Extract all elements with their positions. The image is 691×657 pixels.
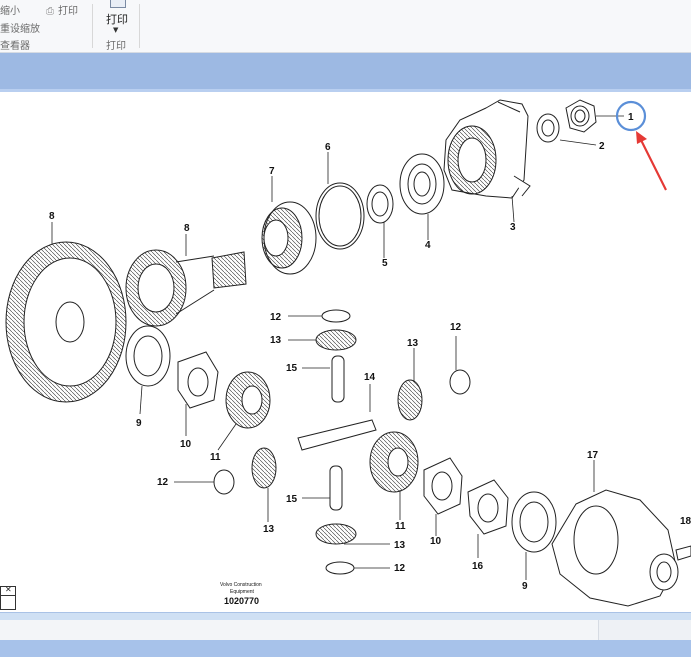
callout-2: 2: [599, 141, 605, 152]
callout-12b: 12: [450, 322, 462, 333]
callout-15a: 15: [286, 363, 298, 374]
part-flange-yoke: [443, 99, 531, 199]
callout-11: 11: [210, 452, 221, 463]
part-crown-wheel: [5, 241, 127, 403]
part-shim-ring: [315, 182, 365, 250]
parts-diagram-canvas: 1 2 3 4 5 6 7 8 8 9 10 11 12 13 15 14 12…: [0, 92, 691, 612]
callout-6: 6: [325, 142, 331, 153]
part-thrust-washer-16: [467, 479, 509, 535]
part-side-gear-left: [225, 371, 271, 429]
viewer-group-label: 查看器: [0, 41, 30, 52]
part-washer: [536, 113, 560, 143]
part-planet-gear-right: [397, 379, 423, 421]
ribbon-separator: [92, 4, 93, 48]
part-thrust-washer-left: [125, 325, 171, 387]
ribbon-toolbar: 缩小 ⎙打印 重设缩放 查看器 打印 ▼ 打印: [0, 0, 691, 53]
callout-5: 5: [382, 258, 388, 269]
callout-3: 3: [510, 222, 516, 233]
callout-9: 9: [136, 418, 142, 429]
callout-8b: 8: [49, 211, 55, 222]
close-icon[interactable]: ✕: [5, 585, 12, 594]
part-planet-gear-bottom: [315, 523, 357, 545]
reset-zoom-button[interactable]: 重设缩放: [0, 24, 40, 35]
callout-10: 10: [180, 439, 192, 450]
title-band: [0, 53, 691, 89]
part-thrust-washer-right-9: [511, 491, 557, 553]
status-bar-right: [598, 620, 691, 640]
status-bar: [0, 620, 691, 640]
document-number: 1020770: [224, 596, 259, 606]
print-button[interactable]: 打印: [106, 13, 128, 26]
callout-11b: 11: [395, 521, 406, 532]
callout-13b: 13: [407, 338, 419, 349]
callout-13c: 13: [263, 524, 275, 535]
highlight-circle: [615, 100, 647, 132]
part-seal: [399, 153, 445, 215]
callout-16: 16: [472, 561, 484, 572]
part-bolt: [675, 545, 691, 561]
red-arrow-icon: [636, 131, 667, 191]
band-divider: [0, 89, 691, 92]
callout-18: 18: [680, 516, 691, 527]
part-nut: [565, 99, 597, 133]
callout-13d: 13: [394, 540, 406, 551]
callout-10b: 10: [430, 536, 442, 547]
ribbon-separator: [139, 4, 140, 48]
callout-9b: 9: [522, 581, 528, 592]
print-small-button[interactable]: ⎙打印: [46, 6, 78, 17]
part-thrust-washer-10: [177, 351, 219, 409]
callout-4: 4: [425, 240, 431, 251]
callout-1: 1: [628, 112, 634, 123]
callout-13a: 13: [270, 335, 282, 346]
part-thrust-washer-right: [423, 457, 463, 515]
part-differential-housing: [551, 489, 679, 607]
callout-12d: 12: [394, 563, 406, 574]
part-planet-gear-top: [315, 329, 357, 351]
callout-12a: 12: [270, 312, 282, 323]
part-spacer-ring: [366, 184, 394, 224]
leader-lines: [51, 115, 624, 580]
callout-15b: 15: [286, 494, 298, 505]
part-planet-gear-left: [251, 447, 277, 489]
print-icon: [110, 0, 126, 8]
part-bearing: [261, 201, 317, 275]
exploded-parts-diagram: 1 2 3 4 5 6 7 8 8 9 10 11 12 13 15 14 12…: [5, 99, 691, 607]
brand-line-2: Equipment: [230, 589, 255, 595]
printer-icon: ⎙: [46, 6, 54, 17]
callout-labels: 1 2 3 4 5 6 7 8 8 9 10 11 12 13 15 14 12…: [49, 112, 691, 592]
zoom-out-button[interactable]: 缩小: [0, 6, 20, 17]
bottom-band: [0, 640, 691, 657]
callout-8: 8: [184, 223, 190, 234]
part-pin-lower: [329, 465, 343, 511]
callout-17: 17: [587, 450, 599, 461]
chevron-down-icon[interactable]: ▼: [113, 26, 119, 34]
mini-window-icon[interactable]: ✕: [0, 585, 16, 610]
scrollbar-area[interactable]: [0, 612, 691, 621]
callout-12c: 12: [157, 477, 169, 488]
part-pinion-gear: [125, 249, 247, 327]
brand-line-1: Volvo Construction: [220, 582, 262, 588]
callout-7: 7: [269, 166, 275, 177]
print-group-label: 打印: [106, 41, 126, 52]
part-cross-shaft: [297, 419, 377, 451]
callout-14: 14: [364, 372, 376, 383]
part-pin-upper: [331, 355, 345, 403]
part-small-washers: [213, 309, 471, 575]
part-side-gear-right: [369, 431, 419, 493]
